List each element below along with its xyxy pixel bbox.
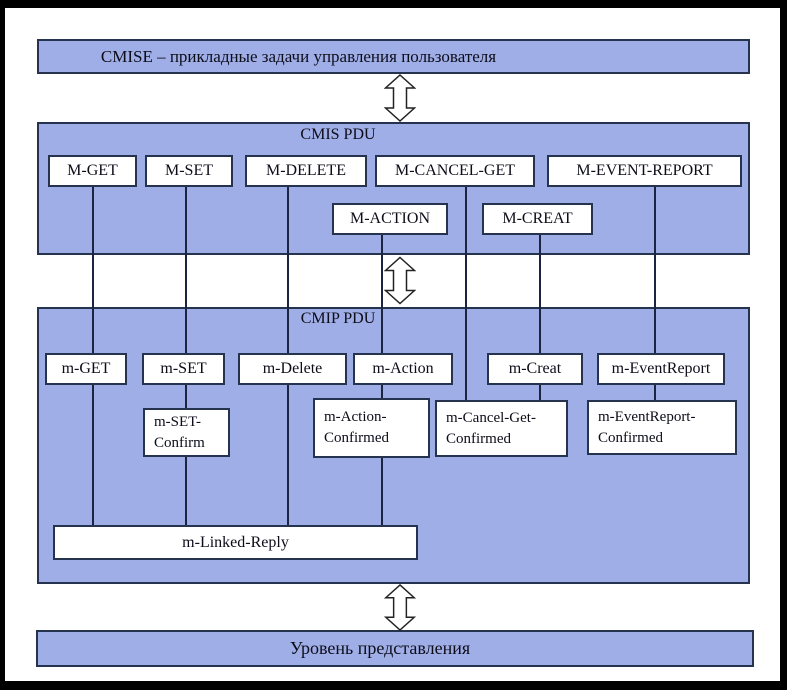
updown-arrow-icon <box>384 256 416 305</box>
node-m-eventreport-confirmed: m-EventReport- Confirmed <box>587 400 737 455</box>
node-m-set: m-SET <box>142 353 225 385</box>
updown-arrow-icon <box>384 74 416 122</box>
node-m-cancel-get-caps: M-CANCEL-GET <box>375 155 535 187</box>
node-m-linked-reply: m-Linked-Reply <box>53 525 418 560</box>
cmise-layer-label: CMISE – прикладные задачи управления пол… <box>100 47 497 66</box>
updown-arrow-icon <box>384 584 416 631</box>
connector-line <box>539 234 541 403</box>
node-m-delete: m-Delete <box>238 353 347 385</box>
node-m-set-confirm: m-SET- Confirm <box>143 408 230 457</box>
cmise-layer-bar: CMISE – прикладные задачи управления пол… <box>37 39 750 74</box>
node-m-get: m-GET <box>45 353 127 385</box>
node-m-action-confirmed: m-Action- Confirmed <box>313 398 430 458</box>
presentation-layer-label: Уровень представления <box>289 638 471 658</box>
node-m-creat-caps: M-CREAT <box>482 203 593 235</box>
cmip-pdu-title: CMIP PDU <box>300 310 376 327</box>
node-m-delete-caps: M-DELETE <box>245 155 367 187</box>
cmis-pdu-title: CMIS PDU <box>300 126 376 143</box>
node-m-event-report-caps: M-EVENT-REPORT <box>547 155 742 187</box>
node-m-action: m-Action <box>353 353 453 385</box>
node-m-set-caps: M-SET <box>145 155 233 187</box>
connector-line <box>654 187 656 403</box>
node-m-cancel-get-confirmed: m-Cancel-Get- Confirmed <box>435 400 568 457</box>
presentation-layer-bar: Уровень представления <box>36 630 754 667</box>
node-m-eventreport: m-EventReport <box>597 353 725 385</box>
node-m-get-caps: M-GET <box>48 155 137 187</box>
connector-line <box>465 187 467 403</box>
node-m-action-caps: M-ACTION <box>332 203 448 235</box>
node-m-creat: m-Creat <box>487 353 583 385</box>
